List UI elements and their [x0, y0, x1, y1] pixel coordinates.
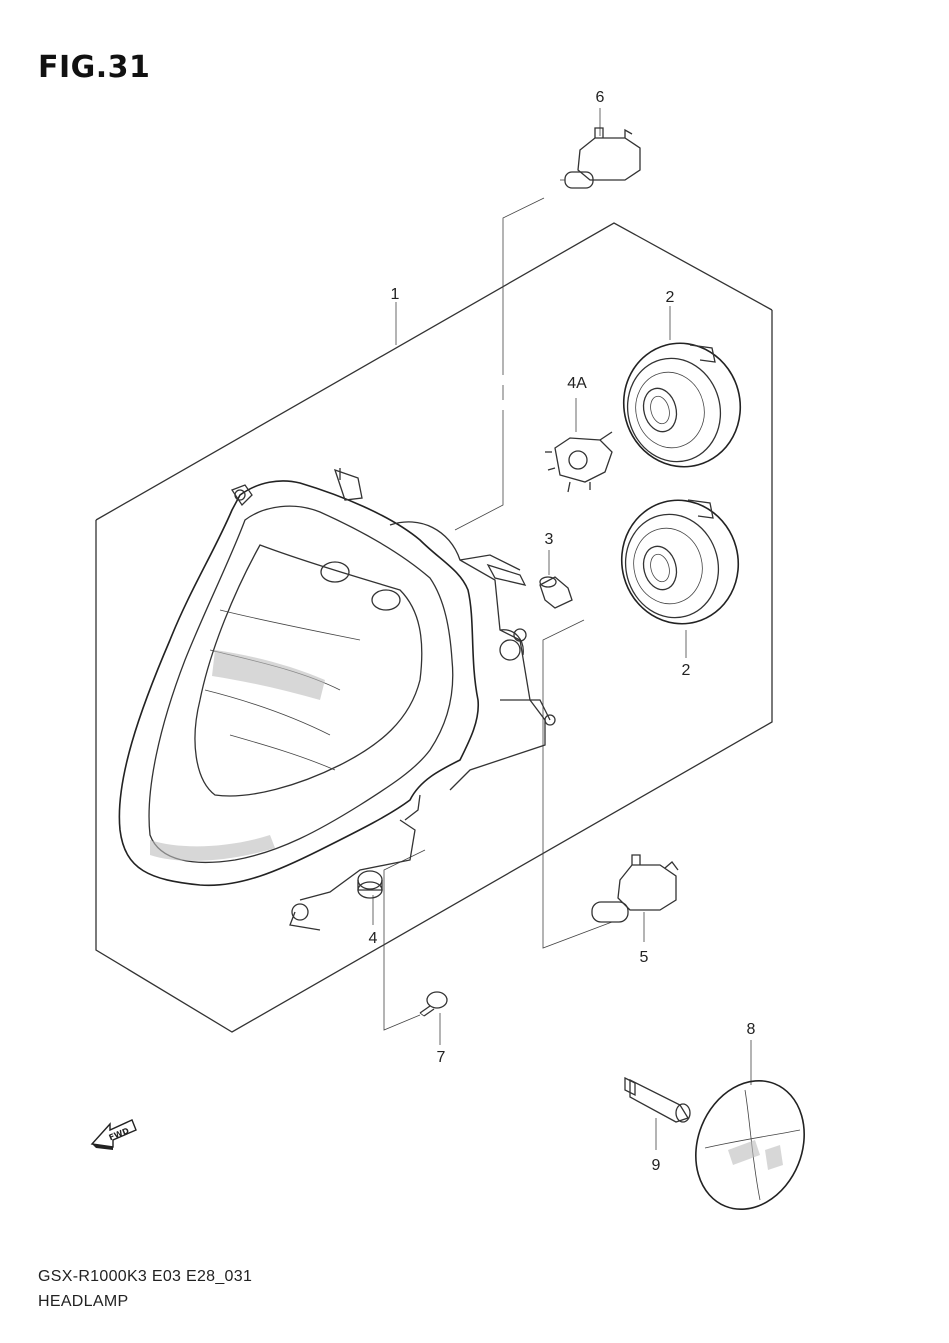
bulb-part-3-drawing	[539, 576, 573, 609]
callout-3: 3	[545, 531, 554, 548]
spacer-part-9-drawing	[624, 1076, 691, 1123]
callout-7: 7	[437, 1049, 446, 1066]
cover-plate-part-8-drawing	[695, 1079, 805, 1211]
bulb-part-6-drawing	[560, 127, 641, 189]
assembly-name-caption: HEADLAMP	[38, 1293, 129, 1310]
callout-8: 8	[747, 1021, 756, 1038]
fwd-label: FWD	[108, 1126, 131, 1142]
callout-1: 1	[391, 286, 400, 303]
callout-6: 6	[596, 89, 605, 106]
callout-5: 5	[640, 949, 649, 966]
callout-2-upper: 2	[666, 289, 675, 306]
callout-4a: 4A	[567, 375, 587, 392]
socket-cover-2-lower-drawing	[620, 499, 740, 625]
leader-lines	[372, 108, 752, 1150]
callout-9: 9	[652, 1157, 661, 1174]
callout-labels: 1 2 4A 3 2 6 4 5 7 8 9	[369, 89, 756, 1174]
grommet-part-4-drawing	[357, 870, 383, 899]
fwd-arrow-icon: FWD	[90, 1119, 137, 1150]
model-code-caption: GSX-R1000K3 E03 E28_031	[38, 1268, 253, 1285]
bulb-part-5-drawing	[591, 854, 679, 923]
assembly-frame	[95, 222, 773, 1033]
callout-2-lower: 2	[682, 662, 691, 679]
figure-title: FIG.31	[38, 50, 151, 85]
socket-4a-drawing	[545, 431, 613, 493]
screw-part-7-drawing	[419, 991, 448, 1017]
headlamp-assembly-drawing	[118, 468, 556, 931]
socket-cover-2-upper-drawing	[622, 342, 742, 468]
callout-4: 4	[369, 930, 378, 947]
